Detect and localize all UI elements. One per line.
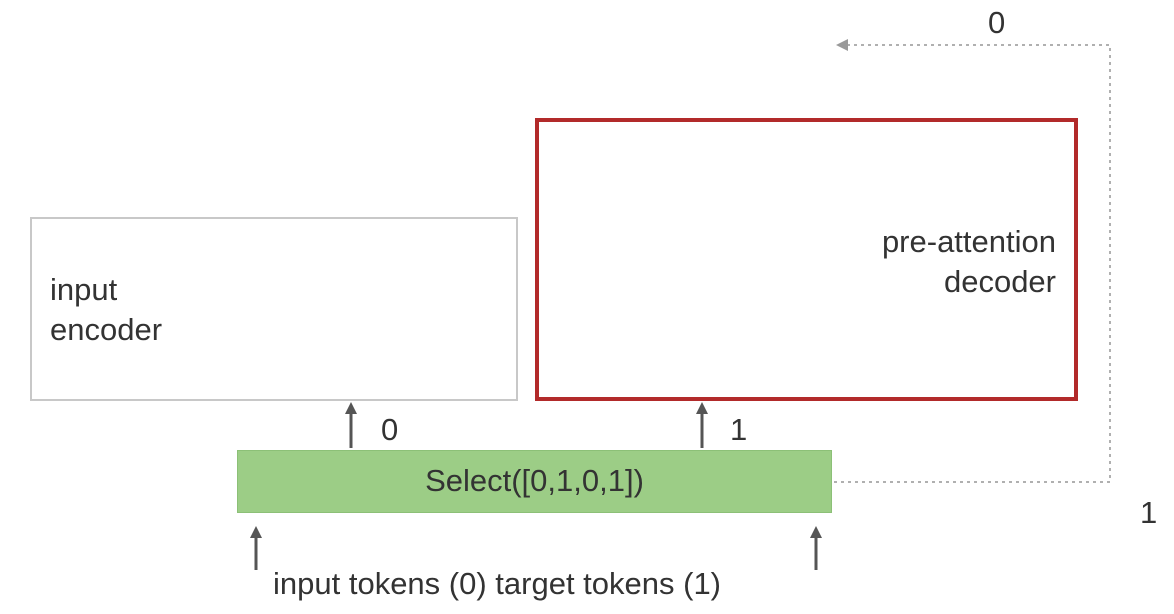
- up-arrow-icon: [810, 526, 822, 570]
- pre-attention-decoder-label: pre-attention decoder: [881, 224, 1056, 299]
- loop-top-index: 0: [988, 5, 1006, 40]
- loop-right-index: 1: [1140, 495, 1158, 530]
- select-layer-label: Select([0,1,0,1]): [425, 463, 644, 498]
- decoder-input-index: 1: [730, 412, 748, 447]
- select-layer-box: [237, 450, 832, 513]
- encoder-input-index: 0: [381, 412, 399, 447]
- up-arrow-icon: [696, 402, 708, 448]
- left-arrow-icon: [836, 39, 848, 51]
- input-encoder-label: input encoder: [50, 272, 163, 347]
- input-tokens-caption: input tokens (0) target tokens (1): [273, 566, 722, 601]
- up-arrow-icon: [345, 402, 357, 448]
- up-arrow-icon: [250, 526, 262, 570]
- input-encoder-box: [30, 217, 518, 401]
